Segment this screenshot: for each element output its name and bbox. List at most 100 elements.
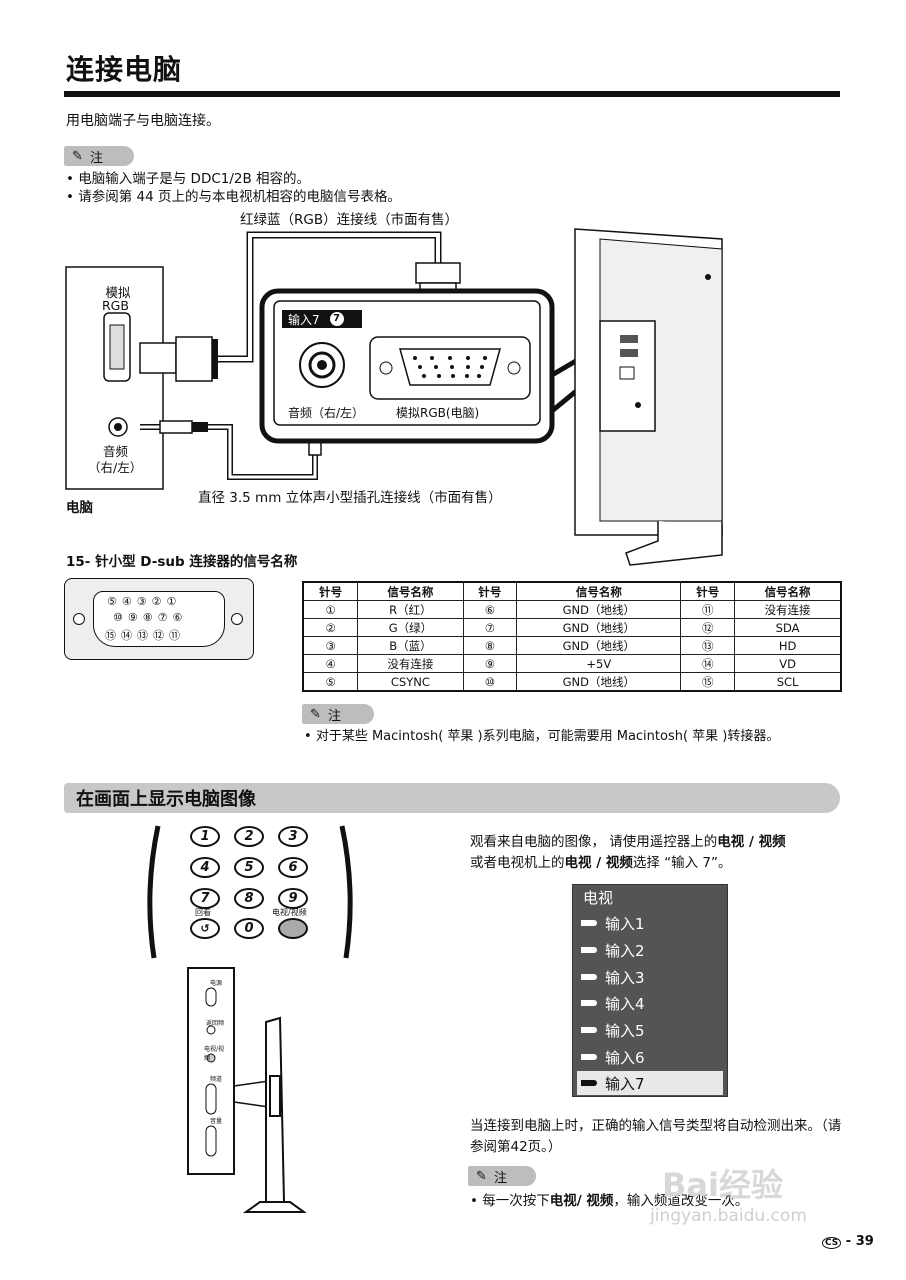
note-tag: ✎ 注 — [468, 1166, 536, 1186]
cell: VD — [734, 654, 842, 673]
side-return-label: 返回频 — [206, 1020, 225, 1027]
cell: ② — [302, 618, 359, 637]
cell: GND（地线） — [516, 618, 682, 637]
note-bullet: 每一次按下电视/ 视频，输入频道改变一次。 — [470, 1192, 748, 1210]
note-label: 注 — [328, 708, 342, 724]
dsub-shell — [93, 591, 225, 647]
cell: ⑫ — [680, 618, 736, 637]
cell: GND（地线） — [516, 672, 682, 692]
cell: ③ — [302, 636, 359, 655]
cell: ⑧ — [462, 636, 518, 655]
menu-item-input4[interactable]: 输入4 — [577, 991, 723, 1015]
cell: SCL — [734, 672, 842, 692]
note-bullet: 对于某些 Macintosh( 苹果 )系列电脑，可能需要用 Macintosh… — [304, 728, 780, 746]
side-power-label: 电源 — [210, 980, 223, 987]
menu-item-input1[interactable]: 输入1 — [577, 911, 723, 935]
title-rule — [64, 91, 840, 97]
cell: 没有连接 — [357, 654, 464, 673]
note2-bullets: 对于某些 Macintosh( 苹果 )系列电脑，可能需要用 Macintosh… — [304, 728, 780, 746]
cell: GND（地线） — [516, 600, 682, 619]
note-tag: ✎ 注 — [64, 146, 134, 166]
cell: ⑦ — [462, 618, 518, 637]
table-header-row: 针号 信号名称 针号 信号名称 针号 信号名称 — [302, 581, 842, 601]
cell: 没有连接 — [734, 600, 842, 619]
menu-item-input7[interactable]: 输入7 — [577, 1071, 723, 1095]
remote-key-3: 3 — [278, 826, 308, 847]
col-header: 针号 — [680, 581, 736, 601]
note-bullet: 请参阅第 44 页上的与本电视机相容的电脑信号表格。 — [66, 188, 401, 206]
dsub-connector: ⑤④③②① ⑩⑨⑧⑦⑥ ⑮⑭⑬⑫⑪ — [64, 578, 254, 660]
input-icon — [581, 1080, 597, 1086]
side-tv-video-label: 电视/视频 — [204, 1046, 225, 1062]
col-header: 信号名称 — [516, 581, 682, 601]
note-tag: ✎ 注 — [302, 704, 374, 724]
menu-item-input2[interactable]: 输入2 — [577, 938, 723, 962]
input-icon — [581, 974, 597, 980]
cell: HD — [734, 636, 842, 655]
pencil-icon: ✎ — [72, 148, 83, 164]
auto-detect-paragraph: 当连接到电脑上时，正确的输入信号类型将自动检测出来。（请参阅第42页。） — [470, 1118, 842, 1155]
menu-item-input5[interactable]: 输入5 — [577, 1018, 723, 1042]
note-text: ，输入频道改变一次。 — [613, 1193, 749, 1209]
dsub-pin-row: ⑤④③②① — [107, 595, 182, 608]
menu-item-input3[interactable]: 输入3 — [577, 965, 723, 989]
rgb-port-label: 模拟RGB(电脑) — [396, 406, 480, 420]
menu-item-input6[interactable]: 输入6 — [577, 1045, 723, 1069]
col-header: 针号 — [462, 581, 518, 601]
menu-item-label: 输入7 — [605, 1074, 645, 1093]
remote-key-5: 5 — [234, 857, 264, 878]
dsub-pin-row: ⑮⑭⑬⑫⑪ — [105, 629, 185, 642]
cell: R（红） — [357, 600, 464, 619]
pc-analog-label-line1: 模拟 — [105, 285, 131, 300]
input-menu: 电视 输入1 输入2 输入3 输入4 输入5 输入6 输入7 — [572, 884, 728, 1097]
pc-audio-lr-label: （右/左） — [88, 460, 143, 475]
remote-key-2: 2 — [234, 826, 264, 847]
para-text: 观看来自电脑的图像， 请使用遥控器上的 — [470, 834, 718, 850]
tv-video-key-label: 电视/视频 — [272, 908, 307, 917]
remote-outline — [147, 825, 353, 959]
cell: G（绿） — [357, 618, 464, 637]
intro-text: 用电脑端子与电脑连接。 — [66, 113, 220, 129]
note-bullets: 电脑输入端子是与 DDC1/2B 相容的。 请参阅第 44 页上的与本电视机相容… — [66, 170, 401, 206]
audio-cable-label: 直径 3.5 mm 立体声小型插孔连接线（市面有售） — [198, 490, 502, 506]
connection-diagram — [65, 228, 723, 566]
cell: CSYNC — [357, 672, 464, 692]
return-key: ↺ — [190, 918, 220, 939]
cell: SDA — [734, 618, 842, 637]
input-icon — [581, 1027, 597, 1033]
menu-item-label: 输入4 — [605, 994, 645, 1013]
para-text: 选择 “输入 7”。 — [632, 855, 732, 871]
remote-key-1: 1 — [190, 826, 220, 847]
tv-side-illustration — [187, 967, 306, 1213]
menu-item-label: 输入5 — [605, 1021, 645, 1040]
pencil-icon: ✎ — [310, 706, 321, 722]
rgb-cable-label: 红绿蓝（RGB）连接线（市面有售） — [240, 212, 459, 228]
note3-bullets: 每一次按下电视/ 视频，输入频道改变一次。 — [470, 1192, 748, 1210]
dsub-heading: 15- 针小型 D-sub 连接器的信号名称 — [66, 554, 298, 570]
cell: ④ — [302, 654, 359, 673]
pc-analog-label: 模拟 — [105, 282, 131, 301]
return-key-label: 回看 — [195, 908, 211, 917]
menu-item-label: 输入2 — [605, 941, 645, 960]
remote-key-7: 7 — [190, 888, 220, 909]
pc-rgb-label: RGB — [102, 298, 129, 313]
cell: GND（地线） — [516, 636, 682, 655]
menu-item-label: 输入3 — [605, 968, 645, 987]
cell: ⑩ — [462, 672, 518, 692]
remote-key-0: 0 — [234, 918, 264, 939]
pencil-icon: ✎ — [476, 1168, 487, 1184]
pc-audio-label: 音频 — [103, 444, 129, 459]
page-number: CS - 39 — [822, 1234, 874, 1249]
cell: +5V — [516, 654, 682, 673]
cell: ① — [302, 600, 359, 619]
page-dash: - — [845, 1234, 852, 1249]
remote-key-4: 4 — [190, 857, 220, 878]
para-text: 或者电视机上的 — [470, 855, 565, 871]
input7-tag: 输入7 7 — [282, 310, 362, 328]
watermark-logo: Bai经验 — [662, 1166, 783, 1204]
note-bold: 电视/ 视频 — [549, 1193, 614, 1209]
